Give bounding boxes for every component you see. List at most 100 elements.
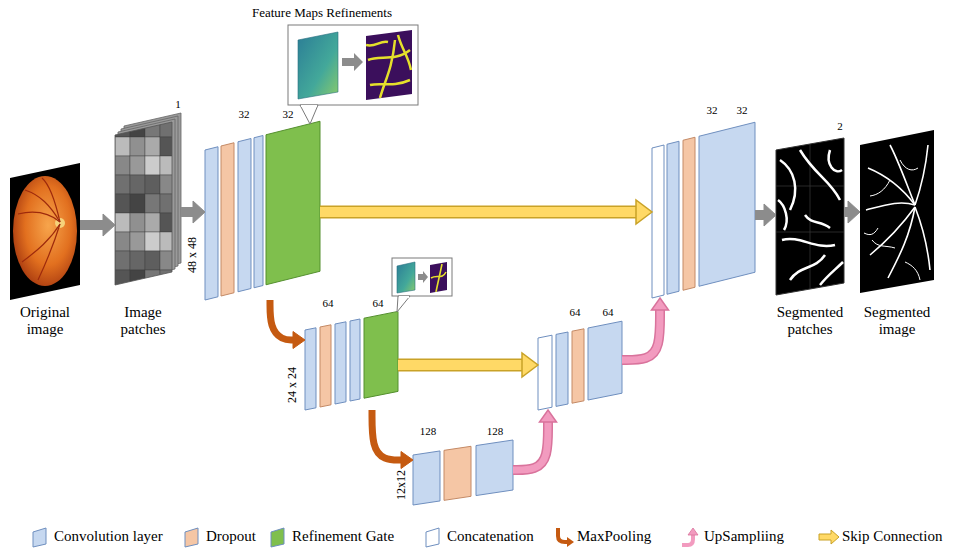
connector (513, 410, 557, 470)
legend-symbol (553, 526, 575, 548)
image-patch (145, 251, 160, 270)
segmented-image: Segmented image (860, 130, 934, 293)
arrowhead (103, 214, 115, 236)
connector (80, 214, 115, 236)
legend-symbol (818, 526, 840, 548)
patch-mosaic (115, 118, 175, 289)
arrowhead (522, 353, 538, 377)
segmented-vessel (782, 239, 835, 246)
channel-count: 32 (283, 108, 294, 121)
convolution-layer (667, 141, 679, 294)
feature-size: 12x12 (395, 470, 409, 500)
image-patch (145, 213, 160, 232)
convolution-layer (699, 122, 755, 286)
callout-box (288, 25, 418, 105)
feature-size: 48 x 48 (186, 237, 200, 273)
connector (622, 298, 669, 360)
image-patch (160, 156, 175, 175)
fundus-image (13, 176, 77, 286)
retinal-vessel (42, 178, 60, 222)
channel-count: 64 (373, 297, 384, 310)
segmented-vessel (890, 145, 915, 205)
refined-vessel (366, 42, 388, 46)
feature-size: 24 x 24 (286, 367, 300, 403)
image-patch (160, 118, 175, 137)
legend-maxpool-head (567, 537, 574, 547)
channel-count: 128 (420, 425, 437, 438)
callout-tail (300, 105, 318, 124)
concatenation-layer (652, 145, 664, 298)
legend-skip-arrow (819, 530, 839, 544)
convolution-layer (556, 332, 568, 406)
retinal-vessel (38, 224, 60, 280)
concatenation-layer (538, 335, 552, 410)
image-patch (115, 232, 130, 251)
channel-count: 32 (707, 104, 718, 117)
legend-label: Concatenation (447, 528, 534, 545)
legend-label: Skip Connection (842, 528, 942, 545)
connector (398, 353, 538, 377)
patch-outline (115, 122, 172, 285)
image-patch (145, 194, 160, 213)
segmented-vessel (829, 150, 842, 171)
legend-upsampling-arrow (682, 535, 693, 545)
refined-vessel (380, 40, 395, 98)
image-patch (115, 270, 130, 289)
encoder-block: 323248 x 48 (205, 121, 320, 300)
image-caption: Segmented image (855, 304, 939, 339)
segmented-vessel (866, 203, 915, 210)
image-patch (115, 156, 130, 175)
channel-count: 64 (570, 306, 581, 319)
connector-shaft (622, 310, 660, 360)
connector-shaft (844, 207, 848, 217)
legend-symbol (30, 526, 52, 548)
arrowhead (848, 201, 860, 223)
image-patch (130, 156, 145, 175)
segmented-vessel (864, 228, 878, 235)
arrowhead (764, 204, 776, 226)
arrowhead (540, 410, 557, 422)
refinement-arrow (418, 271, 428, 283)
connector (372, 410, 413, 469)
segmented-vessel (888, 207, 915, 278)
image-caption: Segmented patches (767, 304, 853, 339)
segmented-vessel (778, 200, 787, 230)
channel-count: 128 (487, 425, 504, 438)
image-patch (130, 194, 145, 213)
refined-vessels (431, 264, 446, 292)
segmented-vessel (905, 262, 920, 280)
arrowhead (193, 201, 205, 223)
image-patch (130, 175, 145, 194)
legend-symbol (182, 526, 204, 548)
legend-maxpool-arrow (558, 528, 567, 542)
dropout-layer (572, 329, 584, 403)
image-patch (145, 232, 160, 251)
legend-swatch (33, 528, 46, 547)
connector-outline (398, 359, 522, 372)
convolution-layer (335, 322, 346, 404)
channel-count: 64 (323, 297, 334, 310)
input-image: Original image (10, 163, 80, 300)
legend-label: Convolution layer (54, 528, 163, 545)
refined-vessel (436, 264, 442, 292)
segmented-image-background (860, 130, 934, 293)
legend-symbol (268, 526, 290, 548)
image-patch (145, 156, 160, 175)
retinal-vessel (18, 212, 60, 222)
arrowhead (401, 452, 413, 469)
convolution-layer (238, 139, 251, 292)
image-caption: Image patches (101, 304, 185, 339)
legend-label: MaxPooling (577, 528, 651, 545)
legend-upsampling-head (688, 528, 698, 535)
image-patch (115, 137, 130, 156)
retinal-vessel (25, 190, 60, 222)
image-patch (115, 194, 130, 213)
channel-count: 2 (837, 120, 843, 133)
connector (844, 201, 860, 223)
connector-outline (622, 310, 660, 360)
legend-label: Dropout (206, 528, 256, 545)
connector-shaft (398, 360, 522, 370)
legend-swatch (426, 528, 439, 547)
arrowhead (652, 298, 669, 310)
